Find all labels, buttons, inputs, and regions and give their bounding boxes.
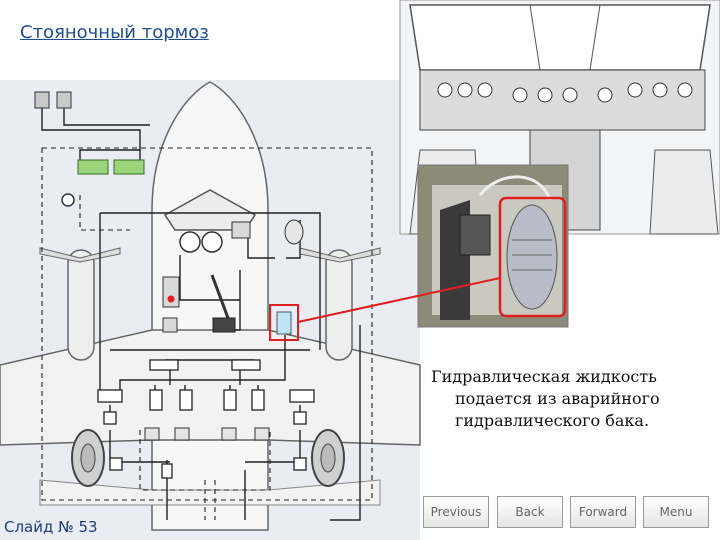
pilot-seat-right: [649, 149, 719, 235]
left-main-wheel-hub: [80, 443, 96, 473]
brake-valves: [97, 359, 315, 479]
caption: Гидравлическая жидкость подается из авар…: [431, 366, 711, 432]
right-main-wheel-hub: [320, 443, 336, 473]
emergency-tank-highlight: [269, 304, 299, 341]
emergency-hydraulic-tank: [276, 311, 292, 335]
left-engine-nacelle: [67, 249, 95, 361]
hydraulic-reservoir-top: [284, 219, 304, 245]
forward-button[interactable]: Forward: [570, 496, 636, 528]
pressure-sensor-2: [56, 91, 72, 109]
callout-connector: [297, 277, 501, 323]
slide-number: Слайд № 53: [4, 518, 98, 536]
brake-selector: [162, 276, 180, 308]
instrument-panel: [419, 69, 706, 131]
emergency-tank-photo-highlight: [498, 196, 567, 318]
previous-button[interactable]: Previous: [423, 496, 489, 528]
brake-pedals: [144, 427, 270, 441]
indicator-light-2: [113, 159, 145, 175]
indicator-light-1: [77, 159, 109, 175]
small-gauge: [61, 193, 75, 207]
caption-line-3: гидравлического бака.: [455, 411, 650, 430]
emergency-tank-photo: [506, 204, 558, 310]
right-engine-nacelle: [325, 249, 353, 361]
slide-title: Стояночный тормоз: [20, 22, 209, 43]
accumulator: [231, 221, 251, 239]
caption-line-2: подается из аварийного: [455, 389, 660, 408]
parking-brake-handle: [210, 274, 230, 319]
left-propeller: [39, 247, 121, 263]
back-button[interactable]: Back: [497, 496, 563, 528]
selector-switch: [162, 317, 178, 333]
brake-pressure-gauge-2: [201, 231, 223, 253]
brake-pressure-gauge-1: [179, 231, 201, 253]
parking-brake-valve: [212, 317, 236, 333]
brake-warning-light: [167, 295, 175, 303]
control-lines: [41, 147, 373, 520]
menu-button[interactable]: Menu: [643, 496, 709, 528]
cockpit-windows: [409, 4, 711, 71]
pressure-sensor-1: [34, 91, 50, 109]
cockpit-gauges: [437, 82, 693, 103]
caption-line-1: Гидравлическая жидкость: [431, 367, 657, 386]
